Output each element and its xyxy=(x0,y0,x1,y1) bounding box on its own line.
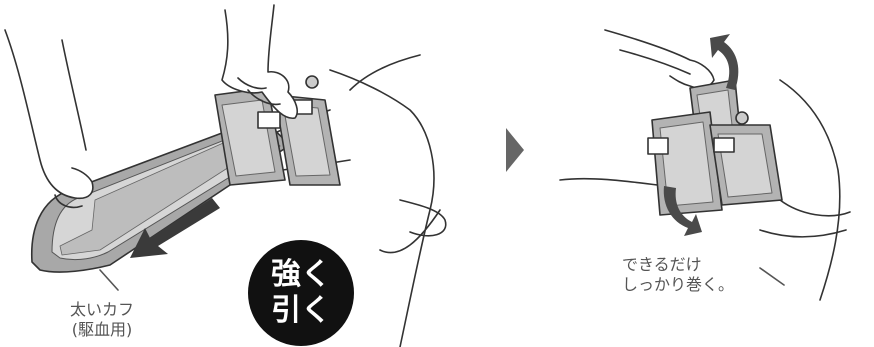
pull-strongly-badge: 強く 引く xyxy=(248,240,354,346)
wrap-label-line2: しっかり巻く。 xyxy=(622,275,782,295)
next-step-triangle-icon xyxy=(506,128,524,172)
wrap-label-line1: できるだけ xyxy=(622,255,782,275)
cuff-label: 太いカフ (駆血用) xyxy=(62,300,142,340)
badge-line1: 強く xyxy=(271,257,331,293)
wrap-tightly-label: できるだけ しっかり巻く。 xyxy=(622,255,782,295)
hand-left xyxy=(5,30,93,198)
left-panel-drawing xyxy=(5,5,446,347)
cuff-label-line2: (駆血用) xyxy=(62,320,142,340)
cuff-label-line1: 太いカフ xyxy=(62,300,142,320)
hand-upper-right xyxy=(605,30,714,88)
badge-line2: 引く xyxy=(271,293,331,329)
